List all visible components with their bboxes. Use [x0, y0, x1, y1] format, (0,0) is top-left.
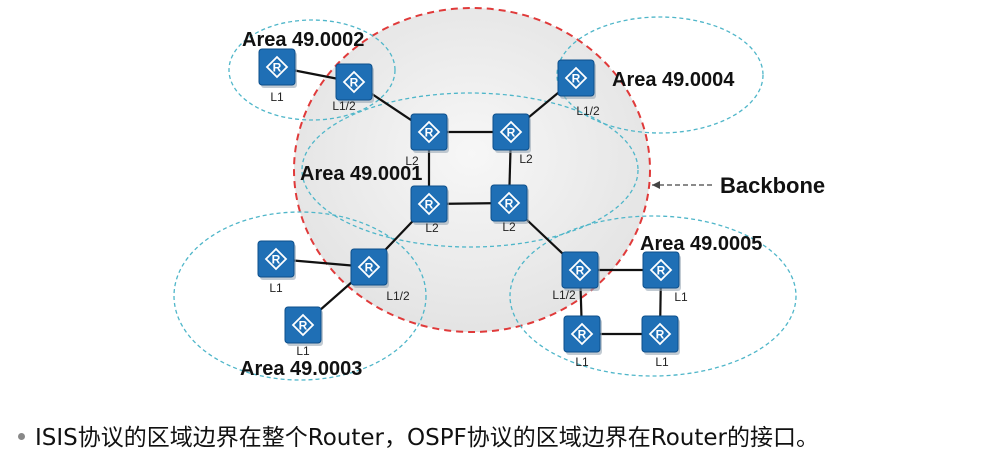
router-icon — [257, 240, 295, 278]
router-level-label: L1/2 — [576, 104, 600, 118]
area-ellipse-a5 — [509, 215, 797, 377]
area-label-a1: Area 49.0001 — [300, 163, 422, 185]
area-label-a4: Area 49.0004 — [612, 69, 735, 91]
router-glyph-icon: R — [299, 319, 308, 333]
router-diamond-icon — [291, 313, 315, 337]
router-level-label: L1 — [575, 355, 589, 369]
router-diamond-icon — [649, 258, 673, 282]
router-icon — [410, 185, 448, 223]
router-r_bb_tr: RL2 — [492, 113, 533, 166]
router-r_a5_l12: RL1/2 — [552, 251, 600, 302]
router-icon — [258, 48, 296, 86]
router-icon — [563, 315, 601, 353]
router-icon — [492, 113, 530, 151]
router-r_bb_tl: R L2 — [405, 113, 449, 168]
router-glyph-icon: R — [350, 76, 359, 90]
router-diamond-icon — [265, 55, 289, 79]
router-icon — [557, 59, 595, 97]
router-icon — [335, 63, 373, 101]
router-r_a3_l1a: R L1 — [257, 240, 296, 295]
router-icon — [641, 315, 679, 353]
router-glyph-icon: R — [425, 198, 434, 212]
router-level-label: L2 — [502, 220, 516, 234]
router-diamond-icon — [417, 192, 441, 216]
router-diamond-icon — [499, 120, 523, 144]
router-icon — [642, 251, 680, 289]
area-ellipse-a2 — [228, 19, 396, 121]
router-icon — [350, 248, 388, 286]
router-glyph-icon: R — [505, 197, 514, 211]
router-r_a3_l1b: R L1 — [284, 306, 323, 358]
router-diamond-icon — [564, 66, 588, 90]
router-level-label: L1/2 — [332, 99, 356, 113]
router-level-label: L1 — [269, 281, 283, 295]
router-icon — [410, 113, 448, 151]
arrowhead — [652, 181, 660, 189]
caption: ISIS协议的区域边界在整个Router，OSPF协议的区域边界在Router的… — [10, 418, 1000, 452]
router-diamond-icon — [497, 191, 521, 215]
router-level-label: L1/2 — [386, 289, 410, 303]
router-level-label: L1 — [296, 344, 310, 358]
router-level-label: L2 — [425, 221, 439, 235]
router-icon — [561, 251, 599, 289]
area-label-a2: Area 49.0002 — [242, 29, 364, 51]
router-r_a4_l12: R L1/2 — [557, 59, 600, 118]
router-glyph-icon: R — [572, 72, 581, 86]
router-diamond-icon — [568, 258, 592, 282]
area-ellipse-a3 — [173, 211, 427, 381]
bullet-icon — [18, 433, 25, 440]
area-ellipse-a1 — [301, 92, 639, 248]
router-r_a3_l12: R L1/2 — [350, 248, 410, 303]
router-r_bb_br: R L2 — [490, 184, 529, 234]
router-r_a5_br: R L1 — [641, 315, 680, 369]
router-level-label: L1 — [674, 290, 688, 304]
router-r_a5_bl: R L1 — [563, 315, 602, 369]
router-diamond-icon — [357, 255, 381, 279]
router-glyph-icon: R — [657, 264, 666, 278]
area-label-a5: Area 49.0005 — [640, 233, 762, 255]
router-level-label: L1/2 — [552, 288, 576, 302]
area-ellipse-a4 — [556, 16, 764, 134]
router-glyph-icon: R — [578, 328, 587, 342]
router-diamond-icon — [648, 322, 672, 346]
router-glyph-icon: R — [272, 253, 281, 267]
router-diamond-icon — [417, 120, 441, 144]
router-level-label: L2 — [405, 154, 419, 168]
caption-text: ISIS协议的区域边界在整个Router，OSPF协议的区域边界在Router的… — [35, 425, 820, 451]
router-diamond-icon — [264, 247, 288, 271]
router-glyph-icon: R — [656, 328, 665, 342]
router-level-label: L1 — [655, 355, 669, 369]
router-icon — [284, 306, 322, 344]
router-glyph-icon: R — [365, 261, 374, 275]
router-r_a5_tr: R L1 — [642, 251, 688, 304]
router-level-label: L1 — [270, 90, 284, 104]
router-diamond-icon — [570, 322, 594, 346]
router-r_a2_l12: R L1/2 — [332, 63, 374, 113]
router-glyph-icon: R — [507, 126, 516, 140]
backbone-label: Backbone — [720, 173, 825, 198]
router-icon — [490, 184, 528, 222]
topology-canvas: Backbone RL1RL1/2RL1/2RL2RL2RL2RL2RL1RL1… — [173, 7, 825, 381]
router-level-label: L2 — [519, 152, 533, 166]
router-diamond-icon — [342, 70, 366, 94]
area-label-a3: Area 49.0003 — [240, 358, 362, 380]
router-r_bb_bl: R L2 — [410, 185, 449, 235]
router-glyph-icon: R — [425, 126, 434, 140]
router-glyph-icon: R — [576, 264, 585, 278]
router-glyph-icon: R — [273, 61, 282, 75]
router-r_a2_l1: R L1 — [258, 48, 297, 104]
